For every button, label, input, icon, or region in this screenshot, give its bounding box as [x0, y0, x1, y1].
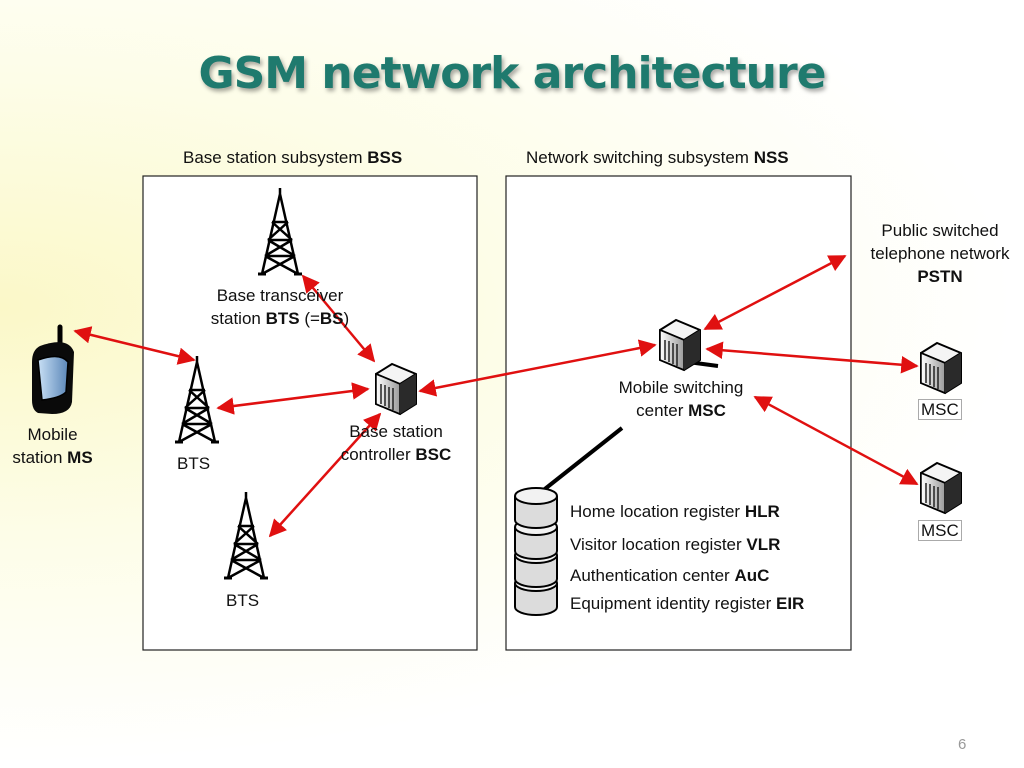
register-auc: Authentication center AuC [570, 564, 769, 587]
bts-top-label-abbr: BTS [265, 309, 300, 328]
bsc-label-line1: Base station [349, 422, 443, 441]
mobile-phone-icon [32, 324, 74, 414]
ms-label-line1: Mobile [27, 425, 78, 444]
msc-db-link [534, 426, 624, 498]
register-hlr: Home location register HLR [570, 500, 780, 523]
bts-top-label-paren-open: (= [299, 309, 320, 328]
bss-heading-text: Base station subsystem [183, 148, 368, 167]
bsc-label: Base station controller BSC [320, 420, 472, 466]
msc-server-icon [659, 319, 701, 371]
pstn-label-line2: telephone network [870, 244, 1010, 263]
register-vlr-text: Visitor location register [570, 535, 747, 554]
bts-top-label-line1: Base transceiver [216, 286, 344, 305]
link-ms-bts [73, 326, 196, 365]
msc-right-2-server-icon [920, 462, 962, 514]
ms-label-line2: station MS [0, 446, 105, 469]
link-msc-msc1 [705, 341, 919, 374]
red-links [73, 254, 919, 538]
bsc-label-abbr: BSC [415, 445, 452, 464]
msc-label-line2-text: center [636, 401, 689, 420]
bts-top-label-line2: station BTS (=BS) [190, 307, 370, 330]
msc-label-line1: Mobile switching [618, 378, 744, 397]
link-msc-msc2 [753, 395, 919, 486]
bts-top-label-paren-close: ) [343, 309, 350, 328]
pstn-label-line1: Public switched [881, 221, 999, 240]
register-eir: Equipment identity register EIR [570, 592, 804, 615]
slide-title: GSM network architecture [198, 48, 827, 99]
msc-right-1-server-icon [920, 342, 962, 394]
link-bts-bottom-bsc [268, 412, 382, 538]
link-bsc-msc [418, 339, 657, 397]
register-auc-text: Authentication center [570, 566, 735, 585]
msc-right-1-label: MSC [918, 399, 962, 420]
nss-heading: Network switching subsystem NSS [526, 146, 789, 169]
bts-mid-label: BTS [177, 454, 211, 473]
nss-heading-abbr: NSS [753, 148, 789, 167]
link-msc-pstn [703, 254, 847, 331]
register-vlr-abbr: VLR [746, 535, 781, 554]
bts-top-label-line2-text: station [210, 309, 266, 328]
bss-heading-abbr: BSS [367, 148, 403, 167]
bsc-label-line2-text: controller [340, 445, 416, 464]
ms-label: Mobile station MS [0, 423, 105, 469]
ms-label-line2-text: station [12, 448, 68, 467]
link-bts-top-bsc [301, 274, 376, 363]
bts-bottom-label: BTS [226, 591, 260, 610]
pstn-label: Public switched telephone network PSTN [856, 219, 1024, 288]
bts-top-label-alias: BS [319, 309, 344, 328]
nss-heading-text: Network switching subsystem [526, 148, 754, 167]
register-hlr-text: Home location register [570, 502, 745, 521]
bts-top-label: Base transceiver station BTS (=BS) [190, 284, 370, 330]
msc-label-line2: center MSC [600, 399, 762, 422]
bsc-server-icon [375, 363, 417, 415]
page-number: 6 [958, 736, 967, 753]
msc-label-abbr: MSC [688, 401, 726, 420]
bsc-label-line2: controller BSC [320, 443, 472, 466]
register-eir-text: Equipment identity register [570, 594, 776, 613]
register-vlr: Visitor location register VLR [570, 533, 780, 556]
msc-label: Mobile switching center MSC [600, 376, 762, 422]
database-stack-icon [514, 487, 558, 616]
link-bts-bsc [216, 382, 370, 415]
register-auc-abbr: AuC [734, 566, 770, 585]
bss-heading: Base station subsystem BSS [183, 146, 402, 169]
pstn-label-abbr: PSTN [917, 267, 963, 286]
register-eir-abbr: EIR [776, 594, 805, 613]
ms-label-abbr: MS [67, 448, 93, 467]
register-hlr-abbr: HLR [744, 502, 780, 521]
msc-right-2-label: MSC [918, 520, 962, 541]
